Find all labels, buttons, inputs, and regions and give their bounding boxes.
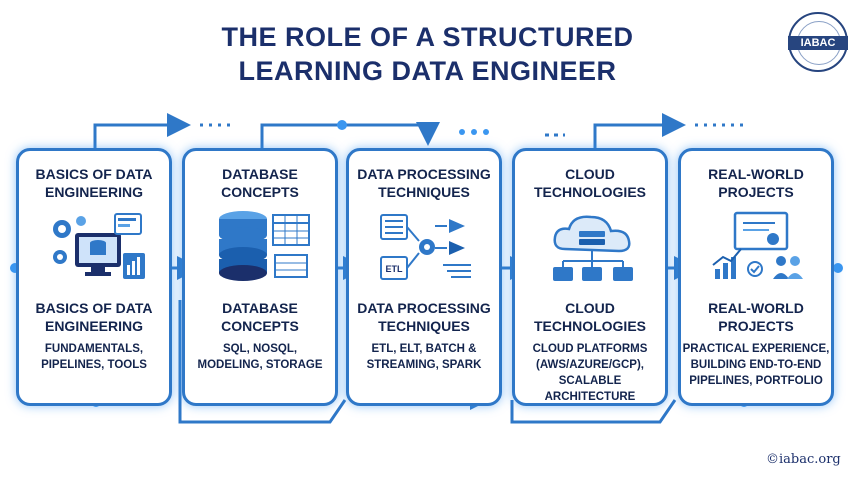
- copyright-icon: ©: [766, 452, 779, 467]
- card-description: FUNDAMENTALS,PIPELINES, TOOLS: [41, 343, 147, 371]
- etl-flow-icon: ETL: [380, 214, 471, 280]
- certificate-team-icon: [712, 211, 803, 279]
- bottom-connector-1: [178, 300, 347, 424]
- footer-credit: ©iabac.org: [766, 452, 841, 467]
- card-description: ETL, ELT, BATCH &STREAMING, SPARK: [366, 343, 482, 371]
- logo-text: IABAC: [788, 36, 848, 50]
- card-description: PRACTICAL EXPERIENCE,BUILDING END-TO-END…: [682, 343, 830, 387]
- gears-monitor-icon: [53, 213, 145, 279]
- bottom-connector-3: [510, 399, 677, 424]
- card-description: CLOUD PLATFORMS(AWS/AZURE/GCP),SCALABLE …: [532, 343, 648, 403]
- cloud-servers-icon: [553, 215, 633, 281]
- iabac-logo: IABAC: [788, 12, 848, 72]
- top-connector-3: [593, 113, 686, 148]
- exit-dot: [833, 263, 843, 273]
- card-description: SQL, NOSQL,MODELING, STORAGE: [197, 343, 323, 371]
- title-line-2: LEARNING DATA ENGINEER: [238, 56, 617, 86]
- etl-label: ETL: [386, 264, 404, 274]
- database-icon: [219, 211, 310, 281]
- title-line-1: THE ROLE OF A STRUCTURED: [221, 22, 634, 52]
- top-connector-1: [93, 113, 191, 148]
- footer-text: iabac.org: [779, 452, 841, 467]
